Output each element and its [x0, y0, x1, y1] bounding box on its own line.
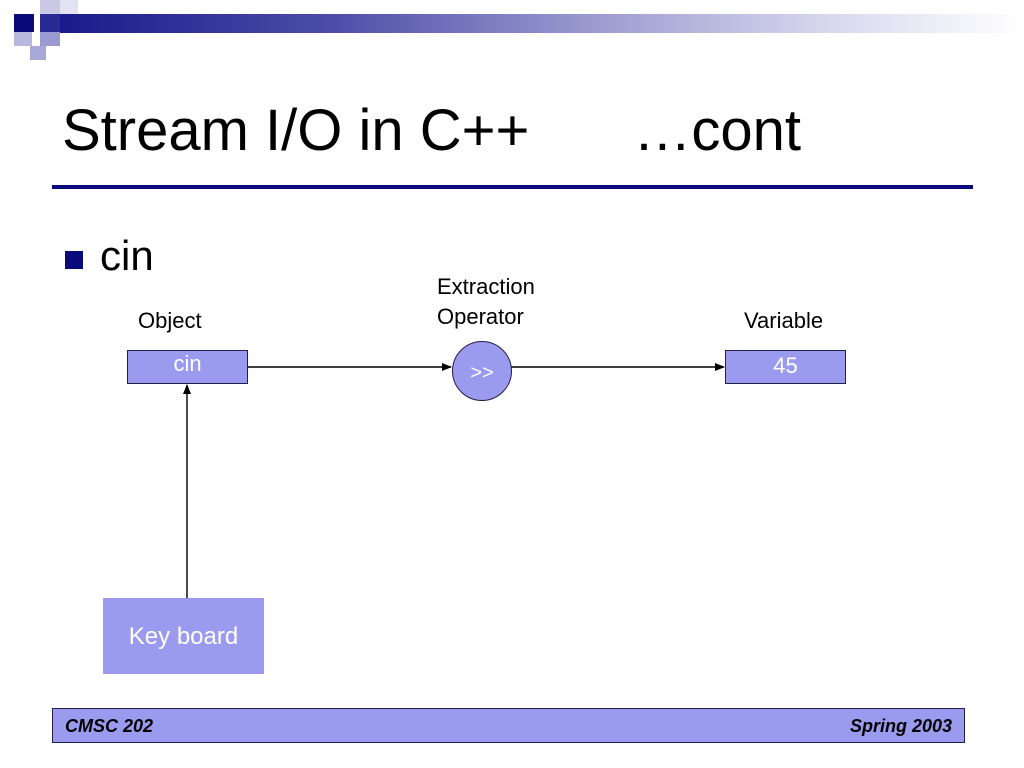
title-main: Stream I/O in C++: [62, 98, 530, 163]
top-gradient-bar: [60, 14, 1024, 33]
bullet-square-icon: [65, 251, 83, 269]
extraction-operator-circle: >>: [452, 341, 512, 401]
deco-square: [40, 14, 60, 32]
deco-square: [60, 0, 78, 14]
object-label: Object: [138, 308, 202, 333]
bullet-text: cin: [100, 232, 154, 279]
keyboard-box-text: Key board: [128, 623, 239, 650]
operator-symbol: >>: [470, 362, 494, 384]
variable-box-text: 45: [773, 353, 798, 378]
deco-square: [40, 0, 60, 14]
object-box-cin: cin: [127, 350, 248, 384]
operator-label-line2: Operator: [437, 304, 524, 329]
deco-square: [14, 14, 34, 32]
footer-course: CMSC 202: [65, 716, 154, 736]
slide-title: Stream I/O in C++ …cont: [62, 96, 801, 166]
footer-term: Spring 2003: [849, 716, 952, 736]
deco-square: [40, 32, 60, 46]
keyboard-box: Key board: [103, 598, 264, 674]
variable-box-45: 45: [725, 350, 846, 384]
object-box-text: cin: [173, 351, 202, 376]
footer-bar: CMSC 202 Spring 2003: [52, 708, 965, 743]
operator-label-line1: Extraction: [437, 274, 535, 299]
deco-square: [14, 32, 32, 46]
title-underline: [52, 185, 973, 189]
deco-square: [30, 46, 46, 60]
variable-label: Variable: [744, 308, 824, 333]
title-suffix: …cont: [633, 98, 802, 163]
top-decoration: [0, 0, 1024, 64]
